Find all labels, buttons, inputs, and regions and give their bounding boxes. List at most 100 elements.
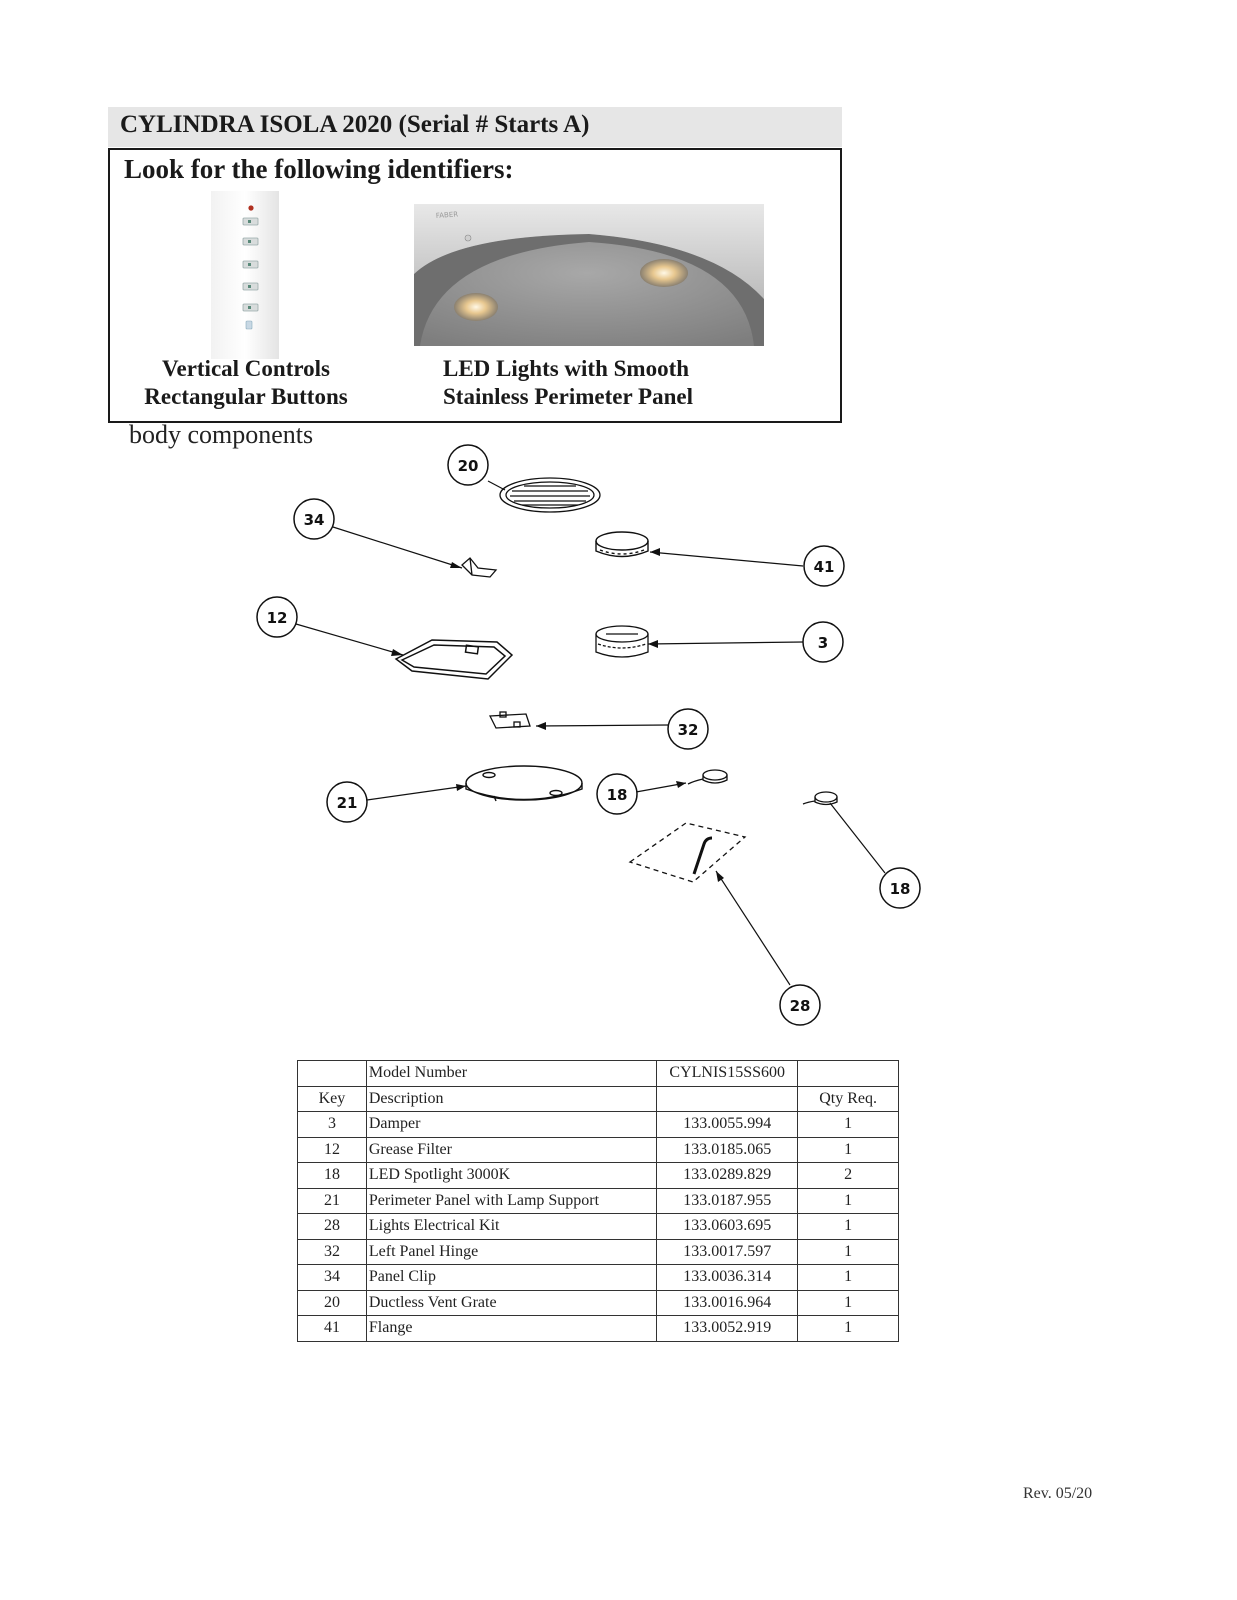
row-qty: 1 — [797, 1111, 899, 1138]
arrow-heads — [391, 548, 724, 882]
leader-18b — [829, 802, 886, 874]
identifiers-box: Look for the following identifiers: — [108, 148, 842, 423]
part-18-led-spotlight-a — [687, 769, 728, 785]
leader-21 — [366, 785, 467, 801]
row-key: 12 — [297, 1136, 367, 1163]
callout-28-label: 28 — [790, 997, 811, 1015]
row-description: Perimeter Panel with Lamp Support — [365, 1187, 658, 1214]
parts-table: Model Number CYLNIS15SS600 Key Descripti… — [297, 1060, 899, 1342]
callout-34: 34 — [293, 498, 335, 540]
row-key: 32 — [297, 1238, 367, 1265]
model-number: CYLNIS15SS600 — [656, 1060, 799, 1087]
model-qty-cell — [797, 1060, 899, 1087]
revision-label: Rev. 05/20 — [1023, 1485, 1093, 1502]
table-row: 32 Left Panel Hinge 133.0017.597 1 — [297, 1238, 899, 1265]
header-description: Description — [365, 1085, 658, 1112]
row-qty: 1 — [797, 1187, 899, 1214]
leader-34 — [332, 526, 463, 569]
row-key: 34 — [297, 1264, 367, 1291]
callout-3: 3 — [802, 621, 844, 663]
callout-28: 28 — [779, 984, 821, 1026]
part-3-damper — [595, 625, 649, 658]
part-28-electrical-kit — [628, 822, 747, 883]
callout-18-a: 18 — [596, 773, 638, 815]
model-key-cell — [297, 1060, 367, 1087]
page-title: CYLINDRA ISOLA 2020 (Serial # Starts A) — [120, 111, 590, 138]
row-description: Grease Filter — [365, 1136, 658, 1163]
row-part-number: 133.0055.994 — [656, 1111, 799, 1138]
part-41-flange — [595, 531, 649, 558]
identifiers-heading: Look for the following identifiers: — [124, 154, 514, 184]
callout-12: 12 — [256, 596, 298, 638]
controls-caption: Vertical Controls Rectangular Buttons — [130, 355, 362, 411]
callout-41: 41 — [803, 545, 845, 587]
leader-20 — [487, 480, 506, 491]
table-row: 18 LED Spotlight 3000K 133.0289.829 2 — [297, 1162, 899, 1189]
header-row: Key Description Qty Req. — [297, 1085, 899, 1112]
row-qty: 1 — [797, 1264, 899, 1291]
model-label: Model Number — [365, 1060, 658, 1087]
callout-21-label: 21 — [337, 794, 358, 812]
part-12-grease-filter — [394, 639, 514, 680]
callout-20: 20 — [447, 444, 489, 486]
header-bar: CYLINDRA ISOLA 2020 (Serial # Starts A) — [108, 107, 842, 147]
table-row: 34 Panel Clip 133.0036.314 1 — [297, 1264, 899, 1291]
callout-3-label: 3 — [818, 634, 828, 652]
row-key: 21 — [297, 1187, 367, 1214]
row-key: 28 — [297, 1213, 367, 1240]
callout-32: 32 — [667, 708, 709, 750]
leader-28 — [715, 870, 791, 986]
lights-caption-line-2: Stainless Perimeter Panel — [443, 384, 693, 409]
row-qty: 1 — [797, 1238, 899, 1265]
section-label: body components — [129, 420, 314, 449]
header-part — [656, 1085, 799, 1112]
model-row: Model Number CYLNIS15SS600 — [297, 1060, 899, 1087]
row-qty: 1 — [797, 1136, 899, 1163]
led-lights-hood-photo: FABER — [414, 204, 764, 346]
callout-18-b-label: 18 — [890, 880, 911, 898]
row-qty: 1 — [797, 1289, 899, 1316]
vertical-controls-photo — [211, 191, 279, 359]
row-part-number: 133.0603.695 — [656, 1213, 799, 1240]
part-20-vent-grate — [499, 477, 601, 513]
controls-caption-line-1: Vertical Controls — [161, 356, 330, 381]
table-row: 21 Perimeter Panel with Lamp Support 133… — [297, 1187, 899, 1214]
row-key: 41 — [297, 1315, 367, 1342]
row-qty: 1 — [797, 1213, 899, 1240]
row-part-number: 133.0052.919 — [656, 1315, 799, 1342]
leader-12 — [295, 623, 404, 656]
table-row: 28 Lights Electrical Kit 133.0603.695 1 — [297, 1213, 899, 1240]
callout-21: 21 — [326, 781, 368, 823]
table-row: 41 Flange 133.0052.919 1 — [297, 1315, 899, 1342]
part-21-perimeter-panel — [465, 765, 583, 802]
callouts: 20 34 41 12 3 32 21 18 18 28 — [256, 444, 921, 1026]
header-key: Key — [297, 1085, 367, 1112]
callout-18-b: 18 — [879, 867, 921, 909]
row-description: Lights Electrical Kit — [365, 1213, 658, 1240]
header-qty: Qty Req. — [797, 1085, 899, 1112]
callout-34-label: 34 — [304, 511, 325, 529]
table-row: 20 Ductless Vent Grate 133.0016.964 1 — [297, 1289, 899, 1316]
row-part-number: 133.0016.964 — [656, 1289, 799, 1316]
callout-18-a-label: 18 — [607, 786, 628, 804]
hood-logo: FABER — [436, 210, 459, 220]
callout-12-label: 12 — [267, 609, 288, 627]
row-part-number: 133.0289.829 — [656, 1162, 799, 1189]
row-part-number: 133.0017.597 — [656, 1238, 799, 1265]
part-34-panel-clip — [461, 557, 498, 578]
row-part-number: 133.0036.314 — [656, 1264, 799, 1291]
part-32-hinge — [488, 711, 531, 729]
leader-32 — [535, 724, 669, 727]
row-part-number: 133.0187.955 — [656, 1187, 799, 1214]
callout-20-label: 20 — [458, 457, 479, 475]
row-part-number: 133.0185.065 — [656, 1136, 799, 1163]
callout-41-label: 41 — [814, 558, 835, 576]
row-description: Panel Clip — [365, 1264, 658, 1291]
table-row: 3 Damper 133.0055.994 1 — [297, 1111, 899, 1138]
lights-caption-line-1: LED Lights with Smooth — [443, 356, 690, 381]
table-row: 12 Grease Filter 133.0185.065 1 — [297, 1136, 899, 1163]
leader-41 — [649, 551, 804, 567]
row-key: 18 — [297, 1162, 367, 1189]
row-description: LED Spotlight 3000K — [365, 1162, 658, 1189]
row-qty: 2 — [797, 1162, 899, 1189]
